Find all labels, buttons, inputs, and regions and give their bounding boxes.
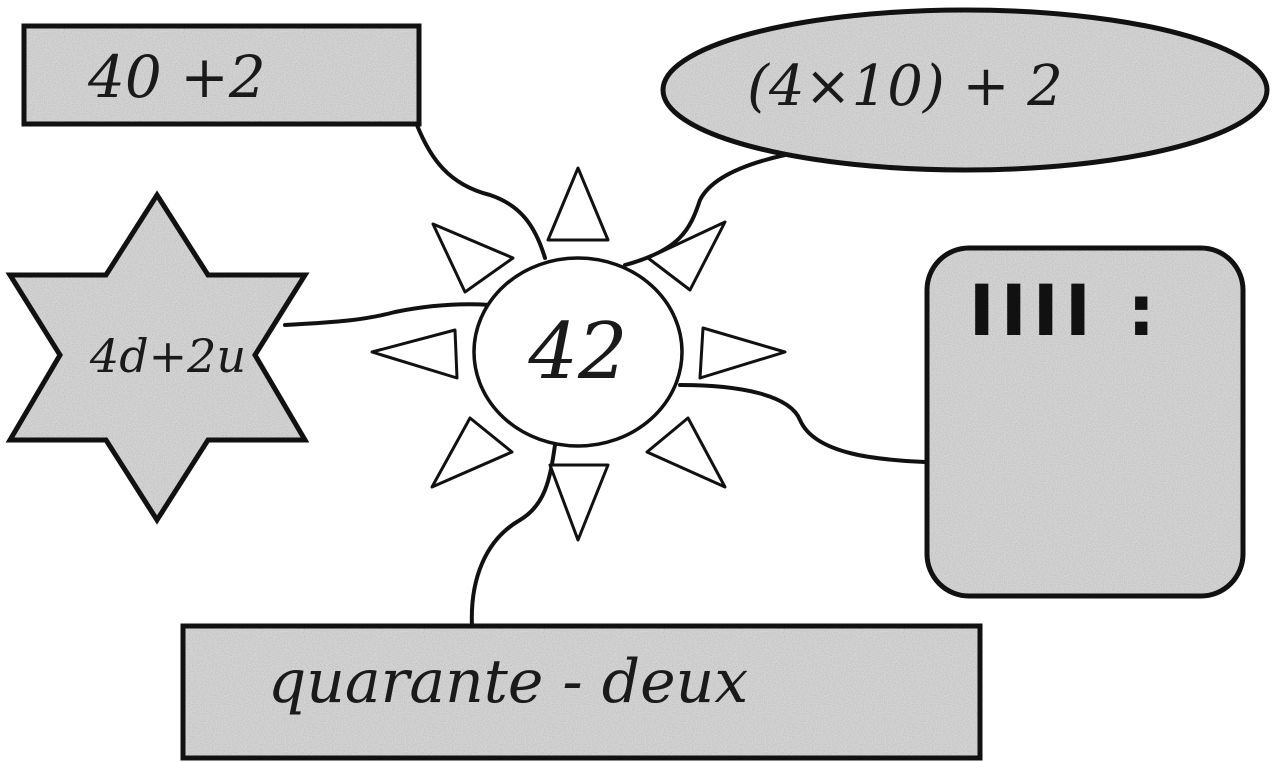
- sun-ray-top: [548, 168, 608, 240]
- connector-tally: [680, 385, 925, 462]
- sun-ray-left: [372, 330, 457, 378]
- tens-units-node: 4d+2u: [10, 195, 305, 520]
- product-text: (4×10) + 2: [747, 54, 1063, 119]
- center-node: 42: [474, 258, 682, 446]
- sum-node: 40 +2: [24, 26, 419, 124]
- words-node: quarante - deux: [183, 626, 980, 758]
- sun-ray-right: [700, 328, 785, 378]
- tally-marks: IIII :: [969, 270, 1162, 352]
- words-text: quarante - deux: [268, 647, 748, 717]
- connector-sum: [415, 120, 545, 258]
- sun-ray-bottom-right: [647, 418, 725, 487]
- center-number: 42: [527, 307, 627, 397]
- sun-ray-top-left: [433, 224, 513, 292]
- sum-text: 40 +2: [87, 43, 266, 111]
- connector-tens-units: [285, 304, 490, 325]
- connector-words: [472, 445, 555, 626]
- product-node: (4×10) + 2: [663, 10, 1267, 170]
- sun-ray-bottom-left: [432, 418, 512, 487]
- sun-ray-bottom: [550, 465, 608, 540]
- tens-units-text: 4d+2u: [89, 329, 246, 383]
- tally-node: IIII :: [927, 248, 1243, 596]
